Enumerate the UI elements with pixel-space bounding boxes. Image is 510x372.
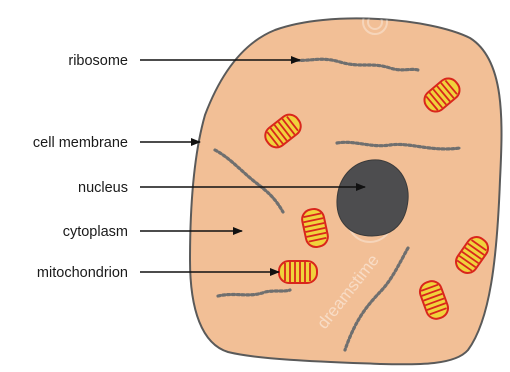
label-ribosome: ribosome — [68, 53, 128, 69]
label-cytoplasm: cytoplasm — [63, 224, 128, 240]
label-cell-membrane: cell membrane — [33, 135, 128, 151]
mitochondrion-labeled — [279, 261, 317, 283]
label-nucleus: nucleus — [78, 180, 128, 196]
label-mitochondrion: mitochondrion — [37, 265, 128, 281]
